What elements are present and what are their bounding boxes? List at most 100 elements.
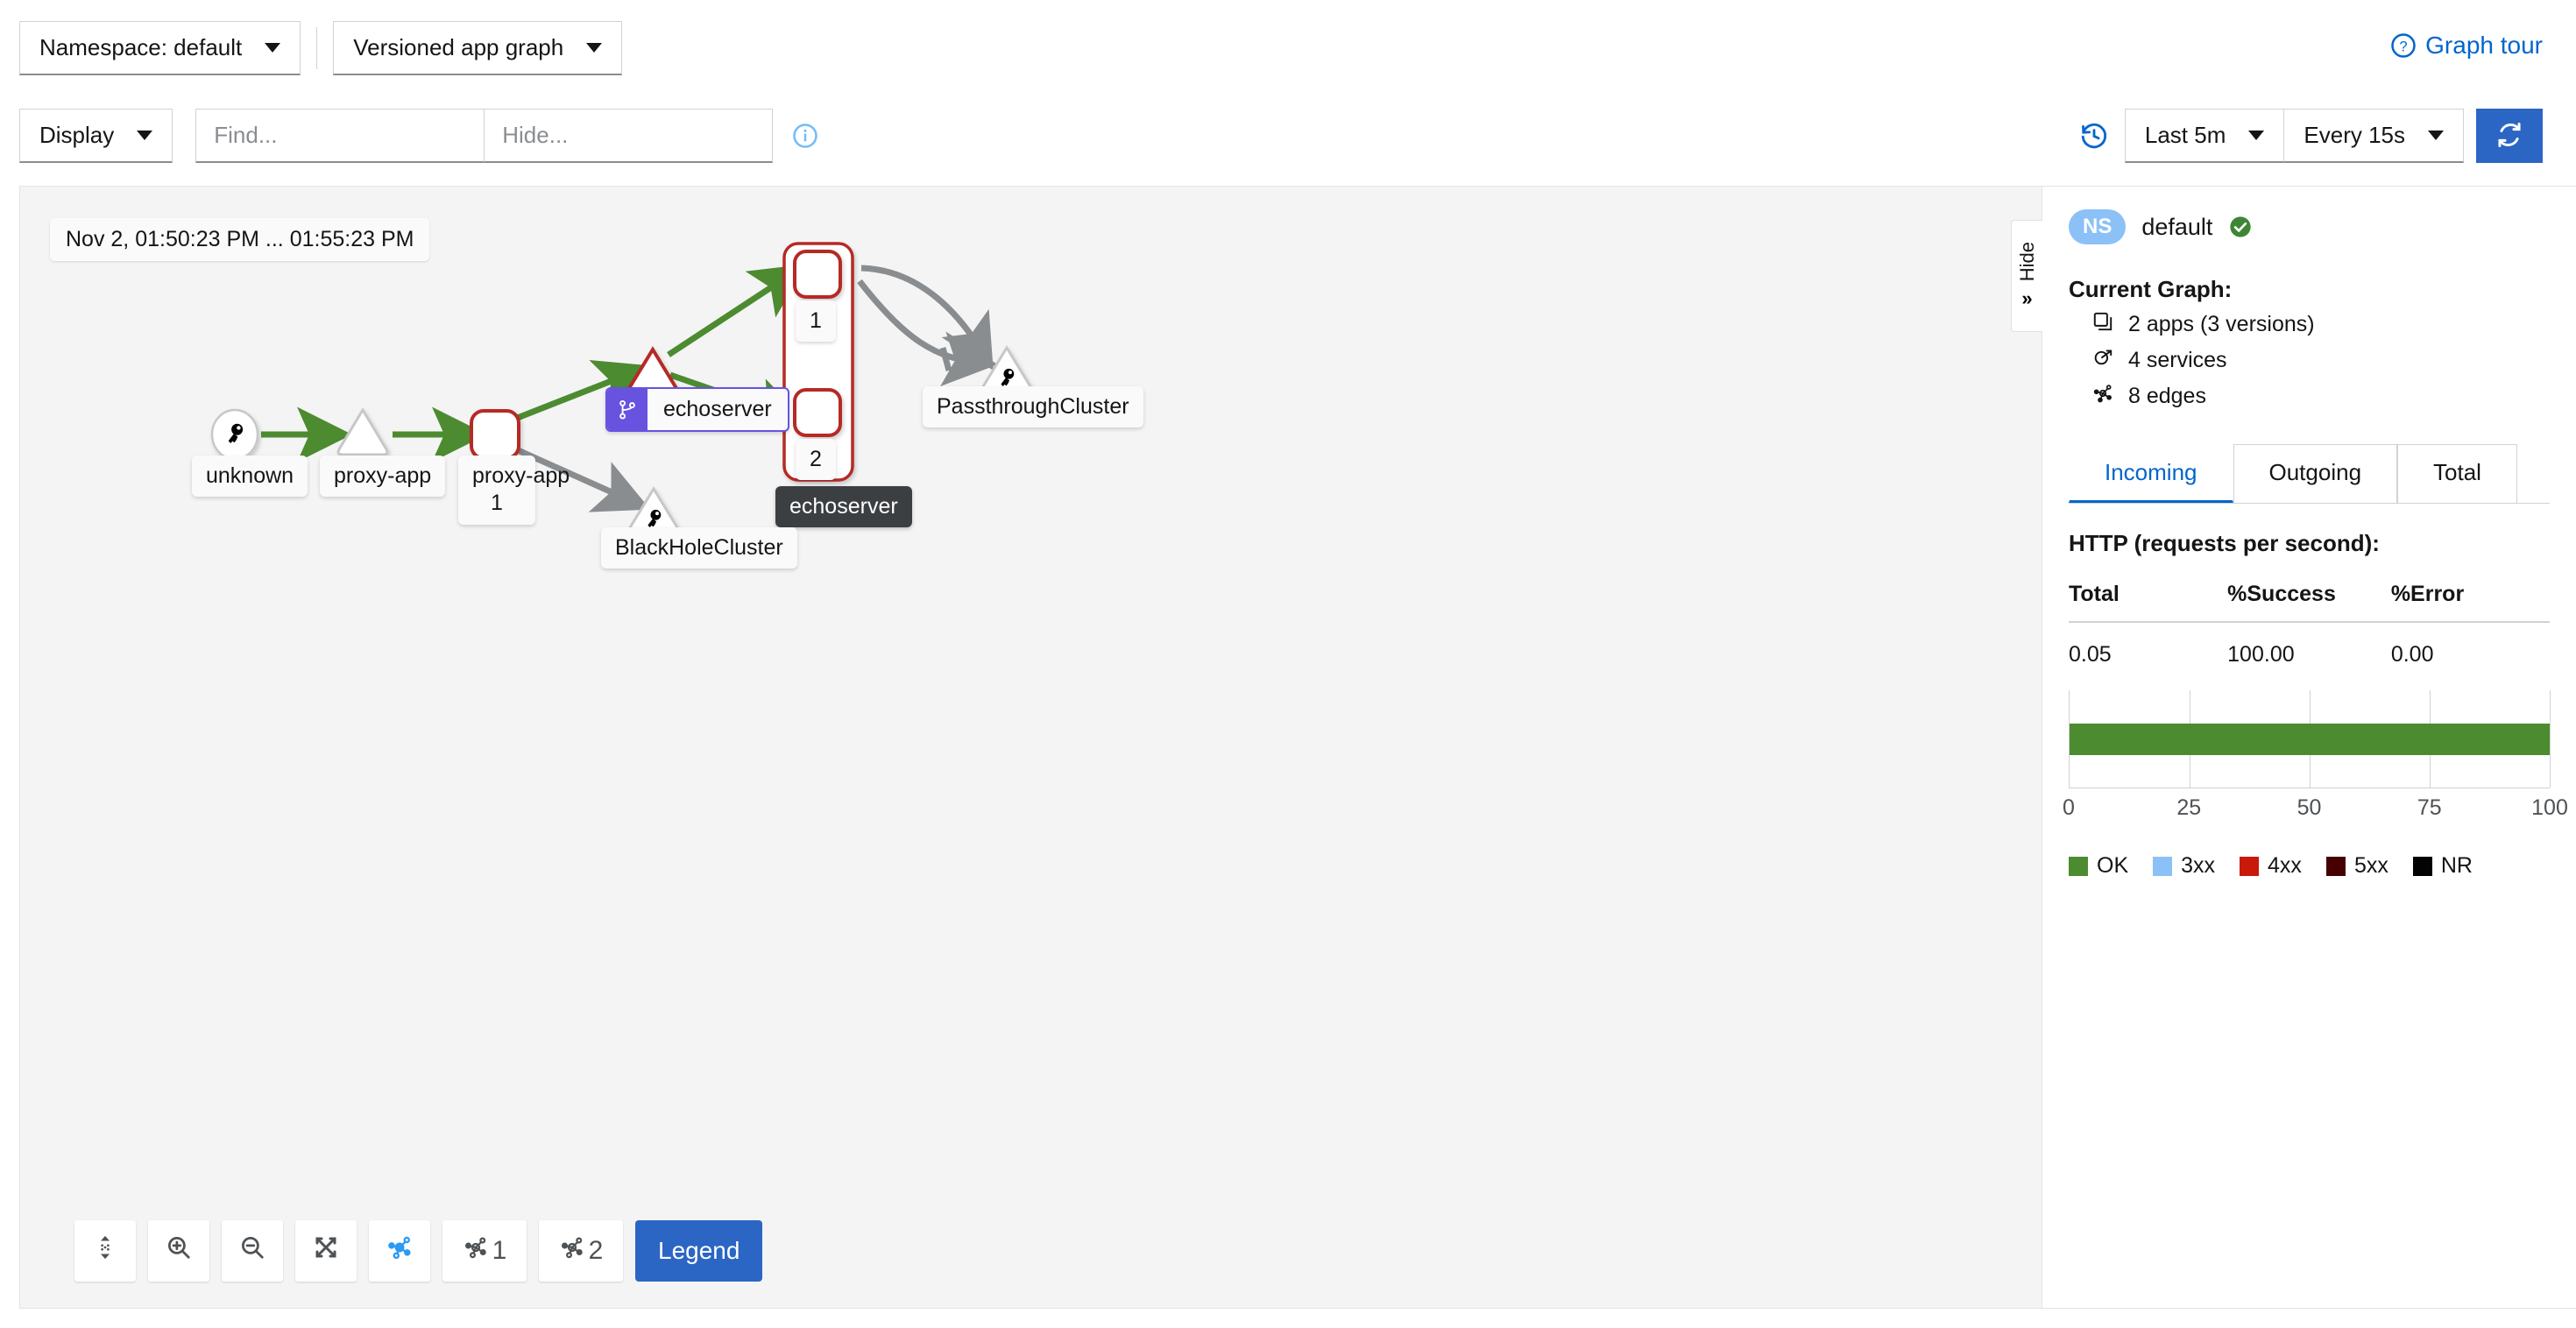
legend-item-4xx[interactable]: 4xx — [2240, 853, 2302, 879]
legend-swatch-5xx — [2325, 856, 2346, 876]
legend-item-5xx[interactable]: 5xx — [2325, 853, 2388, 879]
service-icon — [2091, 346, 2114, 375]
namespace-name: default — [2141, 213, 2213, 240]
primary-toolbar: Namespace: default Versioned app graph — [0, 0, 2576, 96]
namespace-select-label: Namespace: default — [39, 34, 243, 60]
topology-icon — [386, 1233, 414, 1268]
http-metrics-table: Total %Success %Error 0.05 100.00 0.00 — [2069, 576, 2550, 668]
refresh-icon — [2495, 121, 2523, 152]
node-label-echoserver-service-name: echoserver — [663, 397, 772, 421]
cell-total: 0.05 — [2069, 642, 2112, 667]
virtual-service-icon — [607, 389, 648, 431]
graph-timestamp: Nov 2, 01:50:23 PM ... 01:55:23 PM — [50, 218, 430, 261]
traffic-distribution-chart: 0 25 50 75 100 — [2063, 690, 2568, 830]
refresh-interval-select[interactable]: Every 15s — [2283, 109, 2464, 163]
node-label-blackhole-cluster[interactable]: BlackHoleCluster — [601, 527, 797, 569]
topology-icon — [2091, 382, 2114, 411]
namespace-badge: NS — [2069, 209, 2127, 244]
table-row: 0.05 100.00 0.00 — [2069, 622, 2550, 668]
hide-panel-toggle[interactable]: Hide » — [2011, 220, 2042, 332]
graph-edges-and-nodes — [210, 242, 1034, 536]
http-metrics-title: HTTP (requests per second): — [2069, 530, 2380, 556]
gridline-100 — [2550, 690, 2551, 788]
cell-error: 0.00 — [2390, 642, 2434, 667]
legend-button[interactable]: Legend — [635, 1220, 763, 1282]
hide-input[interactable] — [484, 109, 774, 163]
node-label-unknown[interactable]: unknown — [192, 456, 308, 498]
chevron-double-right-icon: » — [2021, 286, 2033, 309]
xtick-100: 100 — [2531, 795, 2568, 820]
node-label-echoserver-v1[interactable]: 1 — [796, 300, 836, 343]
legend-label-nr: NR — [2440, 853, 2473, 878]
legend-item-nr[interactable]: NR — [2412, 853, 2473, 879]
legend-item-ok[interactable]: OK — [2069, 853, 2128, 879]
column-success: %Success — [2227, 582, 2336, 606]
chart-plot-area — [2069, 690, 2551, 788]
column-error: %Error — [2390, 582, 2465, 606]
graph-tour-link[interactable]: ? Graph tour — [2390, 32, 2543, 60]
layout-1-label: 1 — [492, 1236, 507, 1265]
legend-swatch-ok — [2069, 856, 2088, 876]
time-range-select[interactable]: Last 5m — [2124, 109, 2285, 163]
legend-item-3xx[interactable]: 3xx — [2153, 853, 2215, 879]
time-range-label: Last 5m — [2144, 122, 2226, 148]
drag-move-icon — [92, 1234, 118, 1268]
fit-to-screen-button[interactable] — [74, 1220, 136, 1282]
chevron-down-icon — [2248, 131, 2265, 140]
legend-swatch-nr — [2412, 856, 2432, 876]
help-circle-icon: ? — [2390, 32, 2417, 59]
svg-text:?: ? — [2400, 39, 2408, 54]
graph-tour-label: Graph tour — [2425, 32, 2543, 59]
hide-panel-label: Hide — [2015, 242, 2038, 282]
legend-label-4xx: 4xx — [2268, 853, 2302, 878]
summary-item-apps: 2 apps (3 versions) — [2042, 303, 2576, 339]
chevron-down-icon — [586, 43, 603, 53]
xtick-0: 0 — [2063, 795, 2075, 820]
node-label-passthrough-cluster[interactable]: PassthroughCluster — [923, 386, 1143, 428]
side-panel: Hide » NS default Current Graph: 2 apps … — [2011, 186, 2576, 1309]
xtick-75: 75 — [2417, 795, 2442, 820]
node-label-echoserver-group[interactable]: echoserver — [775, 486, 912, 528]
chart-x-axis: 0 25 50 75 100 — [2063, 795, 2568, 830]
legend-swatch-4xx — [2240, 856, 2260, 876]
node-label-echoserver-v2[interactable]: 2 — [796, 439, 836, 481]
find-input[interactable] — [195, 109, 485, 163]
layout-default-button[interactable] — [369, 1220, 430, 1282]
summary-item-services: 4 services — [2042, 339, 2576, 375]
legend-swatch-3xx — [2153, 856, 2173, 876]
tab-incoming[interactable]: Incoming — [2069, 444, 2233, 503]
node-label-proxy-app-v1[interactable]: proxy-app 1 — [458, 456, 570, 525]
refresh-button[interactable] — [2476, 109, 2543, 163]
toolbar-divider — [316, 27, 318, 69]
chevron-down-icon — [265, 43, 281, 53]
node-label-proxy-app-v1-version: 1 — [491, 491, 503, 516]
expand-button[interactable] — [295, 1220, 357, 1282]
node-label-proxy-app-service[interactable]: proxy-app — [320, 456, 446, 498]
namespace-row: NS default — [2042, 187, 2576, 244]
namespace-select[interactable]: Namespace: default — [19, 21, 301, 75]
tab-outgoing[interactable]: Outgoing — [2233, 444, 2398, 503]
graph-canvas[interactable]: Nov 2, 01:50:23 PM ... 01:55:23 PM — [19, 186, 2201, 1309]
summary-item-apps-text: 2 apps (3 versions) — [2128, 312, 2315, 336]
zoom-out-button[interactable] — [222, 1220, 283, 1282]
node-label-echoserver-service[interactable]: echoserver — [605, 387, 789, 433]
layout-2-label: 2 — [588, 1236, 604, 1265]
tab-total[interactable]: Total — [2397, 444, 2517, 503]
chevron-down-icon — [2428, 131, 2444, 140]
layout-2-button[interactable]: 2 — [539, 1220, 623, 1282]
zoom-in-button[interactable] — [148, 1220, 209, 1282]
xtick-50: 50 — [2296, 795, 2322, 820]
zoom-out-icon — [239, 1234, 265, 1268]
layout-1-button[interactable]: 1 — [442, 1220, 527, 1282]
summary-item-edges-text: 8 edges — [2128, 384, 2206, 408]
graph-type-select[interactable]: Versioned app graph — [333, 21, 623, 75]
info-circle-icon[interactable] — [792, 123, 818, 149]
history-icon[interactable] — [2079, 121, 2109, 151]
xtick-25: 25 — [2176, 795, 2202, 820]
summary-item-edges: 8 edges — [2042, 375, 2576, 411]
display-menu-button[interactable]: Display — [19, 109, 173, 163]
legend-label-ok: OK — [2097, 853, 2129, 878]
node-label-proxy-app-v1-name: proxy-app — [472, 463, 570, 488]
chart-legend: OK 3xx 4xx 5xx NR — [2069, 853, 2550, 879]
